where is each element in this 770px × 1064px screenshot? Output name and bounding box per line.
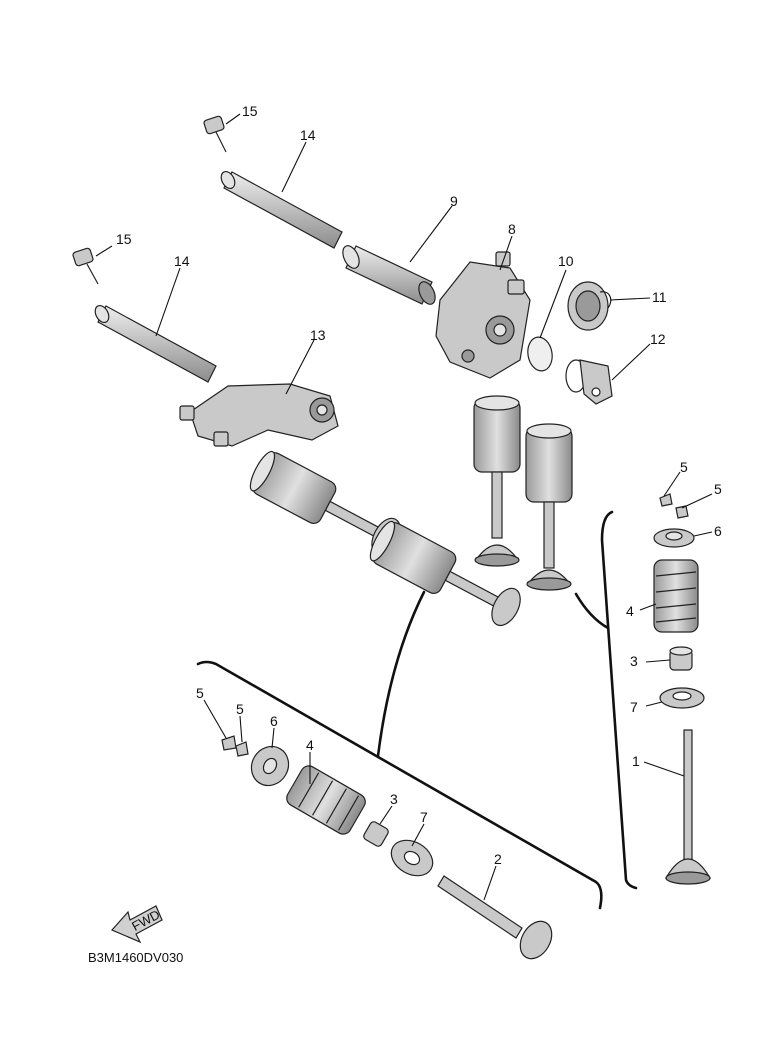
callout-14-upper: 14 [300, 127, 316, 143]
callout-3-right: 3 [630, 653, 638, 669]
callout-1: 1 [632, 753, 640, 769]
spring-seat-left [390, 839, 434, 877]
right-exploded-group [574, 493, 712, 890]
shaft-upper [220, 170, 343, 249]
callout-5-right-a: 5 [680, 459, 688, 475]
callout-12: 12 [650, 331, 666, 347]
callout-13: 13 [310, 327, 326, 343]
thrust-washer [527, 336, 553, 372]
callout-4-left: 4 [306, 737, 314, 753]
callout-5-left-b: 5 [236, 701, 244, 717]
valve-spring-left [286, 765, 366, 835]
callout-2: 2 [494, 851, 502, 867]
camshaft-sleeve [342, 245, 436, 305]
rocker-arm-intake [179, 383, 339, 447]
callout-8: 8 [508, 221, 516, 237]
valve-cotter-right [659, 493, 689, 519]
spring-retainer-right [653, 528, 695, 548]
valve-assembly-upright-2 [525, 423, 573, 591]
valve-assembly-upright-1 [473, 395, 521, 567]
callout-7-left: 7 [420, 809, 428, 825]
callout-10: 10 [558, 253, 574, 269]
callout-labels: 15 14 9 8 10 11 15 14 13 12 5 5 6 4 3 7 … [116, 103, 722, 867]
stem-seal-left [363, 821, 389, 847]
exhaust-valve-right [664, 729, 712, 885]
decompression-spring [567, 281, 612, 331]
callout-15-lower: 15 [116, 231, 132, 247]
fwd-label: FWD [129, 907, 162, 934]
rocker-arm-exhaust [435, 251, 531, 379]
valve-cotter-left [221, 735, 249, 757]
bolt-lower [72, 247, 99, 285]
intake-valve-left [437, 875, 553, 960]
callout-6-left: 6 [270, 713, 278, 729]
callout-6-right: 6 [714, 523, 722, 539]
valve-spring-right [653, 559, 699, 633]
drawing-code: B3M1460DV030 [88, 950, 183, 965]
left-exploded-group [196, 590, 603, 960]
callout-3-left: 3 [390, 791, 398, 807]
callout-5-right-b: 5 [714, 481, 722, 497]
leader-lines [95, 113, 713, 901]
decompression-plate [565, 359, 613, 405]
callout-5-left-a: 5 [196, 685, 204, 701]
valve-assembly-tilted-2 [369, 520, 521, 627]
spring-seat-right [659, 687, 705, 709]
callout-7-right: 7 [630, 699, 638, 715]
callout-15-upper: 15 [242, 103, 258, 119]
fwd-arrow-icon: FWD [110, 905, 163, 944]
callout-11: 11 [652, 289, 667, 305]
stem-seal-right [669, 646, 693, 671]
callout-4-right: 4 [626, 603, 634, 619]
callout-14-lower: 14 [174, 253, 190, 269]
spring-retainer-left [250, 745, 290, 787]
bolt-upper [203, 115, 227, 153]
shaft-lower [94, 304, 217, 383]
callout-9: 9 [450, 193, 458, 209]
